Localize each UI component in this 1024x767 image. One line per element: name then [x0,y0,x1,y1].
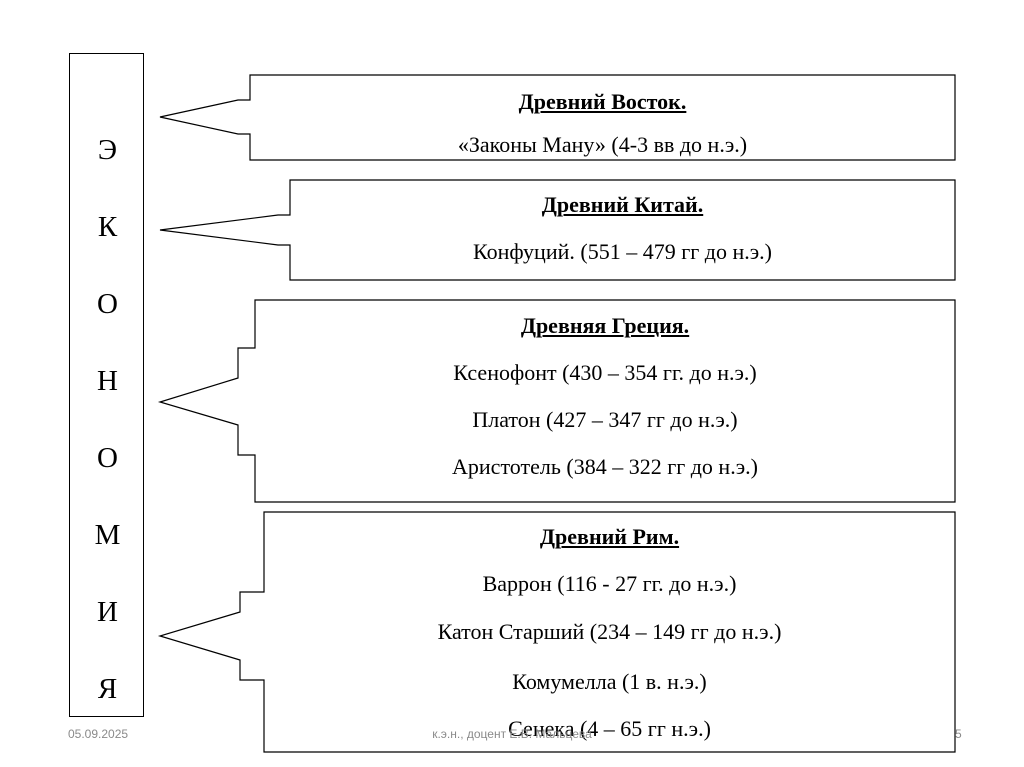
panel-line: «Законы Ману» (4-3 вв до н.э.) [457,132,748,157]
panel-line: Аристотель (384 – 322 гг до н.э.) [452,454,758,479]
vertical-letter: И [97,596,118,628]
panel-line: Катон Старший (234 – 149 гг до н.э.) [437,619,782,644]
footer-date: 05.09.2025 [68,727,129,741]
panel-line: Сенека (4 – 65 гг н.э.) [508,716,711,741]
arrow-callout-china [159,179,956,281]
vertical-letter: К [97,211,118,243]
footer-author: к.э.н., доцент Е.В. Мальцева [432,727,592,741]
vertical-letter: М [94,519,121,551]
footer-page-number: 5 [955,727,962,741]
panel-title: Древняя Греция. [520,313,690,338]
panel-line: Платон (427 – 347 гг до н.э.) [472,407,738,432]
vertical-letter: Я [97,673,118,705]
panel-ancient-china: Древний Китай. Конфуций. (551 – 479 гг д… [290,180,955,280]
panel-title: Древний Рим. [539,524,680,549]
panel-ancient-greece: Древняя Греция. Ксенофонт (430 – 354 гг.… [255,300,955,502]
panel-line: Варрон (116 - 27 гг. до н.э.) [482,571,737,596]
arrow-callout-greece [157,299,956,503]
panel-title: Древний Китай. [541,192,704,217]
arrow-callout-east [159,74,956,161]
panel-line: Конфуций. (551 – 479 гг до н.э.) [473,239,772,264]
vertical-letter: Н [97,365,118,397]
vertical-letter: Э [97,134,118,166]
panel-ancient-rome: Древний Рим. Варрон (116 - 27 гг. до н.э… [264,512,955,752]
panel-line: Ксенофонт (430 – 354 гг. до н.э.) [453,360,757,385]
panel-title: Древний Восток. [518,89,687,114]
vertical-word-box: Э К О Н О М И Я [69,53,144,717]
vertical-letter: О [97,442,118,474]
arrow-callout-rome [157,511,956,753]
vertical-letter: О [97,288,118,320]
panel-ancient-east: Древний Восток. «Законы Ману» (4-3 вв до… [250,75,955,160]
panel-line: Комумелла (1 в. н.э.) [512,669,707,694]
